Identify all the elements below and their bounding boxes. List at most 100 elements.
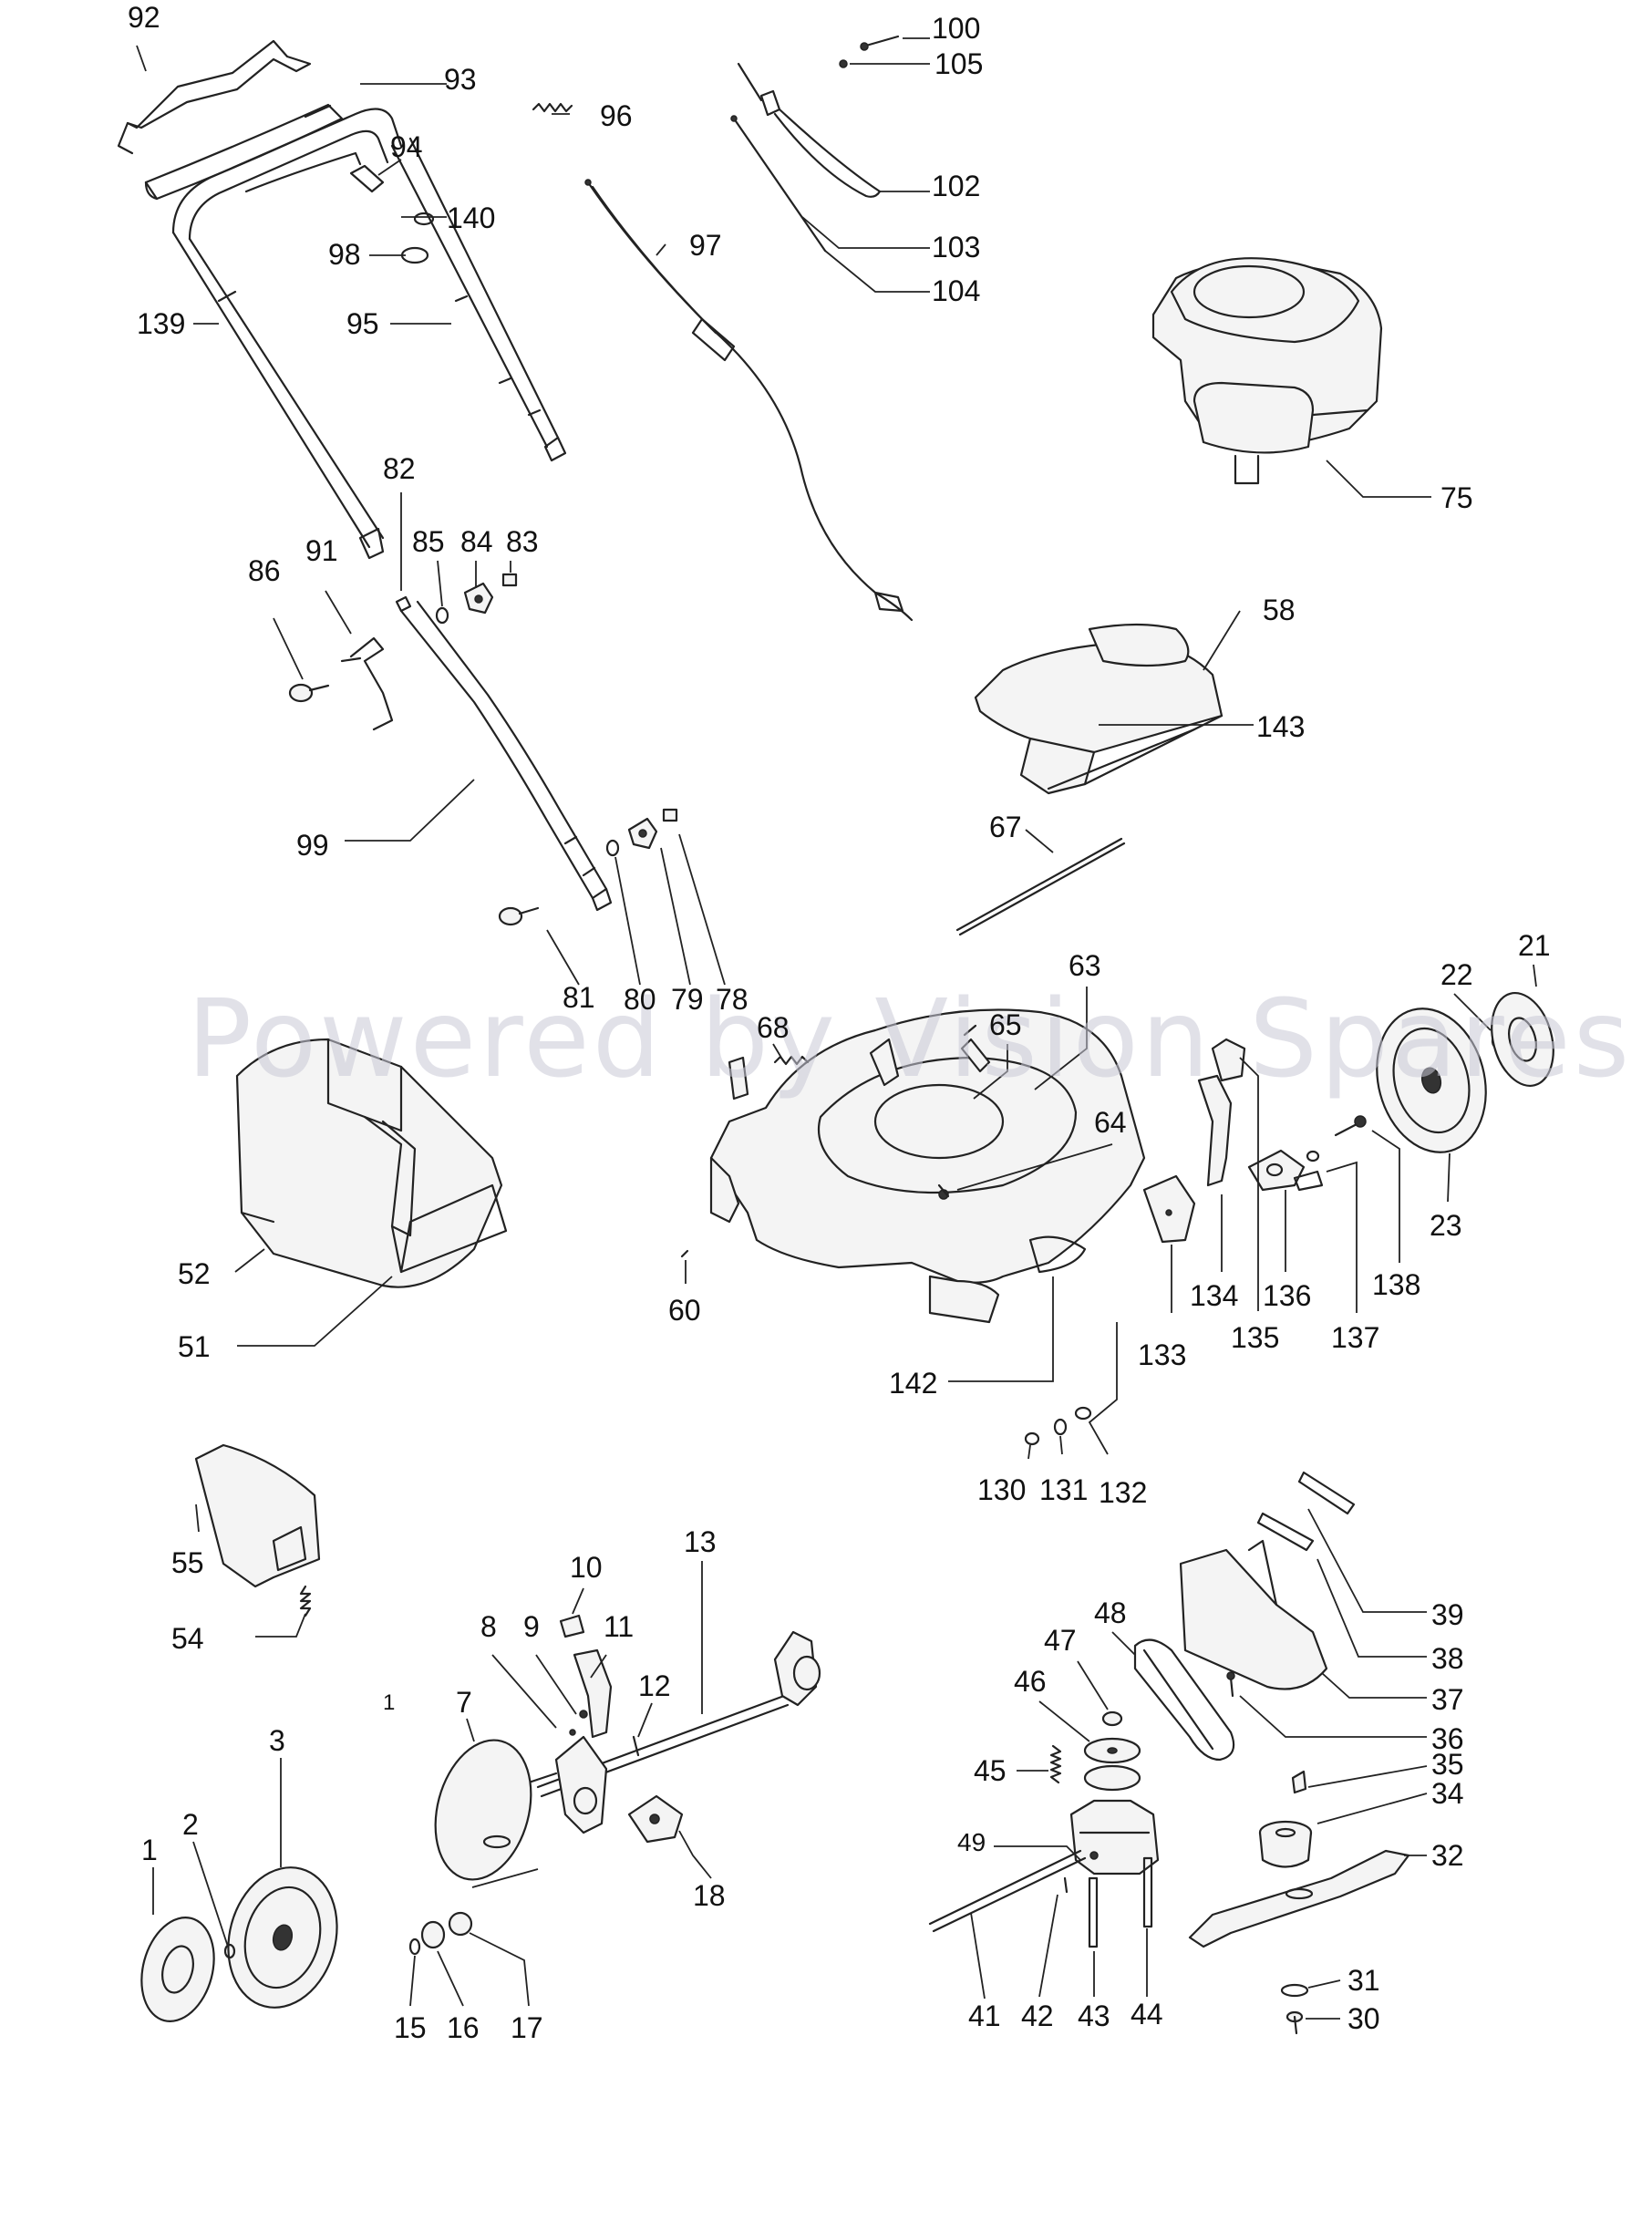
callout-16: 16 [447,2011,480,2044]
callout-91: 91 [305,534,338,567]
callout-81: 81 [563,981,595,1014]
part-12-pin [632,1735,640,1757]
part-37-drive-cover [1179,1539,1328,1690]
part-35-key [1291,1770,1307,1794]
callout-48: 48 [1094,1596,1127,1629]
callout-1: 1 [141,1834,158,1866]
callout-82: 82 [383,452,416,485]
part-136-bracket [1247,1149,1306,1192]
callout-49: 49 [957,1828,986,1856]
part-138-bolt [1334,1115,1367,1137]
callout-42: 42 [1021,2000,1054,2032]
part-92-handle-wire [117,39,312,155]
callout-86: 86 [248,554,281,587]
part-82-lower-handle [395,595,613,912]
part-48-belt [1133,1638,1235,1762]
callout-38: 38 [1431,1642,1464,1675]
callout-31: 31 [1347,1964,1380,1997]
callout-17: 17 [511,2011,543,2044]
part-44-pin [1142,1856,1153,1928]
part-83-nut [501,573,518,587]
part-2-washer [223,1943,236,1959]
callout-15: 15 [394,2011,427,2044]
callout-96: 96 [600,99,633,132]
callout-13: 13 [684,1525,717,1558]
callout-54: 54 [171,1622,204,1655]
callout-137: 137 [1331,1321,1379,1354]
part-84-knob [463,582,494,615]
part-36-screw [1226,1671,1235,1698]
part-17-gear [448,1911,473,1937]
part-1a-bracket [527,1735,608,1834]
part-95-handle-tube [244,137,567,462]
callout-92: 92 [128,1,160,34]
callout-39: 39 [1431,1598,1464,1631]
callout-130: 130 [977,1473,1026,1506]
callout-9: 9 [523,1610,540,1643]
part-49-gearbox [1069,1799,1160,1876]
callout-44: 44 [1131,1998,1163,2030]
callout-51: 51 [178,1330,211,1363]
callout-1a: 1 [383,1690,395,1715]
callout-93: 93 [444,63,477,96]
callout-45: 45 [974,1754,1007,1787]
part-23-wheel [1376,1008,1487,1153]
callout-98: 98 [328,238,361,271]
part-18-knob [627,1794,684,1844]
part-137-axle [1293,1150,1324,1192]
callout-52: 52 [178,1257,211,1290]
callout-136: 136 [1263,1279,1311,1312]
part-45-spring [1049,1744,1062,1784]
part-105-washer [839,59,848,68]
callout-55: 55 [171,1546,204,1579]
part-54-spring [299,1585,312,1617]
callout-8: 8 [480,1610,497,1643]
callout-84: 84 [460,525,493,558]
callout-34: 34 [1431,1777,1464,1810]
part-51-bag-frame [363,1115,508,1274]
callout-94: 94 [390,130,423,163]
part-80-washer [605,839,620,857]
part-58-engine-cover [974,623,1224,795]
part-65-lever [960,1024,991,1073]
callout-67: 67 [989,811,1022,843]
callout-64: 64 [1094,1106,1127,1139]
part-97-throttle-cable [584,179,914,622]
part-60-pin [680,1249,689,1258]
part-38-strip [1256,1512,1315,1552]
callout-46: 46 [1014,1665,1047,1698]
callout-79: 79 [671,983,704,1016]
part-15-clip [408,1938,421,1956]
callout-140: 140 [447,202,495,234]
callout-22: 22 [1440,958,1473,991]
callout-102: 102 [932,170,980,202]
callout-18: 18 [693,1879,726,1912]
callout-12: 12 [638,1669,671,1702]
part-86-bolt [288,683,330,703]
part-1-hubcap [140,1917,215,2022]
callout-103: 103 [932,231,980,264]
callout-143: 143 [1256,710,1305,743]
callout-100: 100 [932,12,980,45]
callout-97: 97 [689,229,722,262]
part-39-strip [1297,1471,1356,1515]
callout-78: 78 [716,983,749,1016]
part-9-nut [579,1710,588,1719]
callout-95: 95 [346,307,379,340]
callout-133: 133 [1138,1338,1186,1371]
part-3-wheel [227,1866,338,2009]
part-131-washer [1053,1418,1068,1436]
part-7-gear-cover [434,1739,532,1881]
callout-7: 7 [456,1686,472,1719]
callout-10: 10 [570,1551,603,1584]
part-132-washer [1074,1406,1092,1421]
part-64-screw [937,1183,950,1198]
part-11-lever [573,1648,613,1739]
part-134-lever [1197,1074,1233,1187]
part-96-spring [532,102,573,113]
leader-lines [136,37,1537,2020]
callout-131: 131 [1039,1473,1088,1506]
callout-68: 68 [757,1011,790,1044]
callout-135: 135 [1231,1321,1279,1354]
part-79-knob [627,817,658,850]
